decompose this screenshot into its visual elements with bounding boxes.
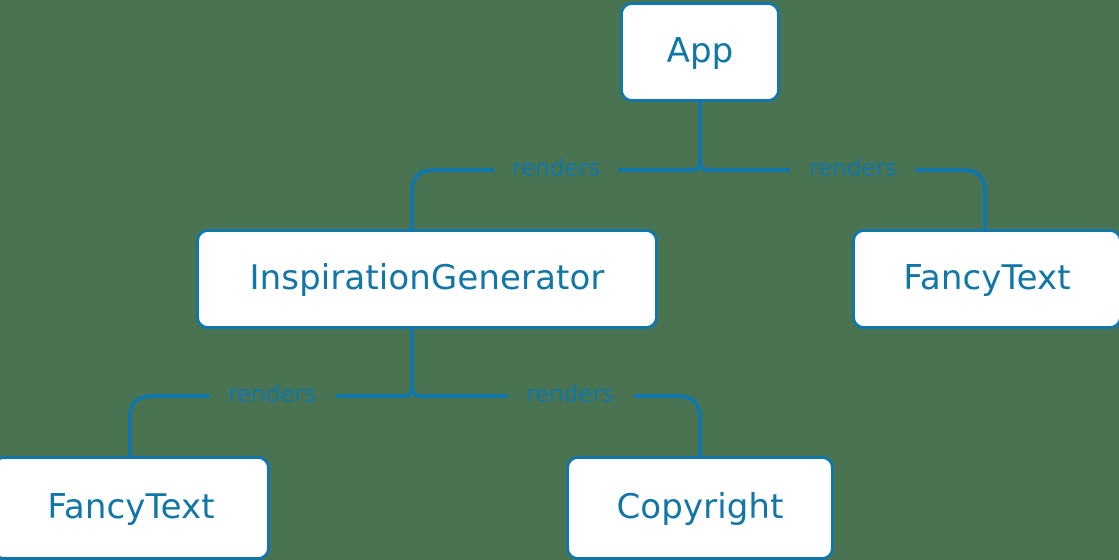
edge-app-junction-right — [698, 159, 780, 173]
edge-app-to-inspiration-corner — [410, 168, 622, 229]
node-fancytext-bottom[interactable]: FancyText — [0, 456, 270, 560]
edge-label-inspiration-generator-to-copyright: renders — [526, 381, 614, 408]
node-app[interactable]: App — [620, 2, 780, 102]
label-gap-mask-4 — [508, 384, 634, 408]
node-fancytext-right-label: FancyText — [903, 258, 1071, 298]
edge-app-junction-left — [620, 159, 702, 173]
node-fancytext-right[interactable]: FancyText — [852, 229, 1119, 329]
node-fancytext-bottom-label: FancyText — [47, 487, 215, 527]
edge-inspiration-to-copyright — [482, 394, 702, 458]
edge-label-inspiration-generator-to-fancytext-bottom: renders — [228, 381, 316, 408]
label-gap-mask-3 — [210, 384, 336, 408]
node-inspiration-generator-label: InspirationGenerator — [249, 258, 605, 298]
node-inspiration-generator[interactable]: InspirationGenerator — [196, 229, 658, 329]
node-copyright[interactable]: Copyright — [566, 456, 834, 560]
node-app-label: App — [666, 31, 734, 71]
label-gap-mask-1 — [494, 158, 618, 182]
edge-label-app-to-fancytext-right: renders — [809, 155, 897, 182]
edge-inspiration-junction-left — [340, 385, 414, 399]
edge-app-to-fancytext-right — [778, 168, 987, 229]
edge-inspiration-junction-right — [410, 385, 484, 399]
node-copyright-label: Copyright — [616, 487, 784, 527]
edge-inspiration-to-fancytext-bottom — [128, 394, 342, 458]
label-gap-mask-2 — [790, 158, 916, 182]
edge-label-app-to-inspiration-generator: renders — [512, 155, 600, 182]
